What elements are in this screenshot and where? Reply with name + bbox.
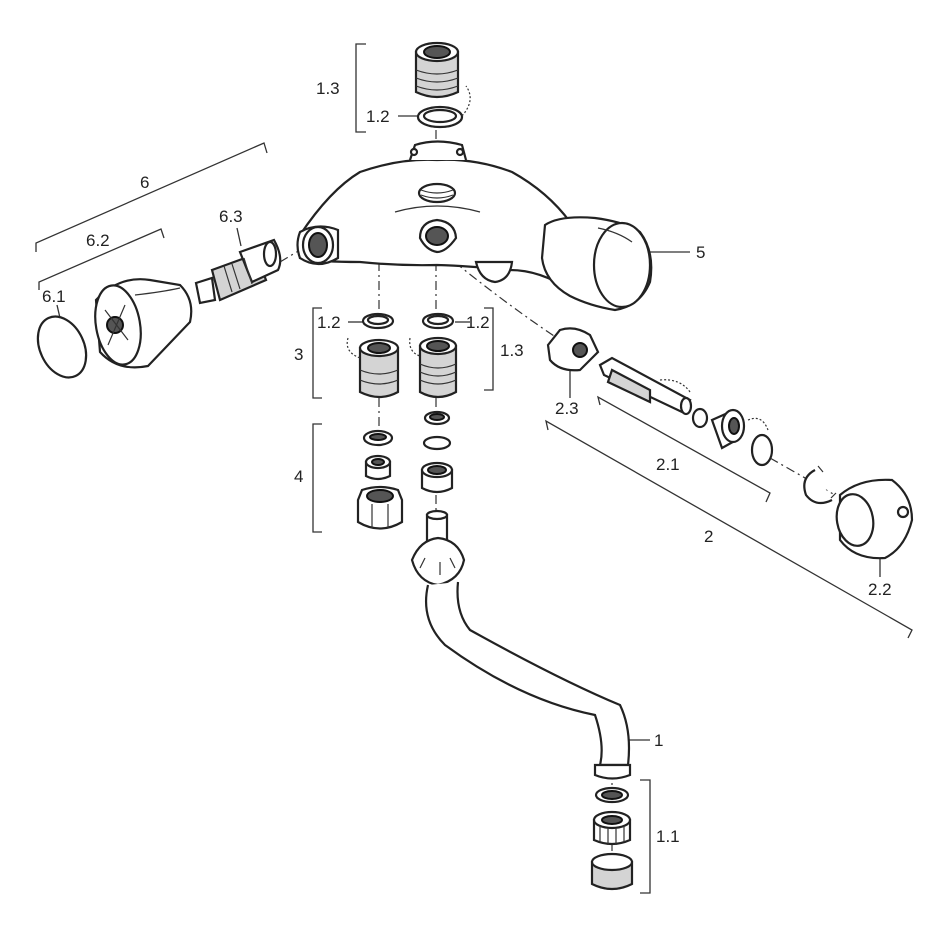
handle-6-2 [94, 278, 193, 369]
label-5: 5 [696, 243, 705, 262]
adapter-3 [358, 338, 400, 399]
spindle-2-1 [598, 356, 693, 416]
top-ring-1-2 [416, 105, 464, 129]
handle-5 [540, 216, 653, 312]
left-inlet [296, 225, 340, 266]
label-1-1: 1.1 [656, 827, 680, 846]
spout-1 [410, 509, 632, 780]
ring-right-a [423, 410, 451, 426]
bracket-1-3-right [484, 307, 494, 391]
adapter-1-3-right [418, 336, 458, 399]
bracket-2 [545, 419, 913, 639]
aerator-sleeve-1-1 [590, 852, 634, 891]
ring-4-b [364, 454, 392, 481]
bracket-6-2 [38, 228, 165, 290]
label-1-2-top: 1.2 [366, 107, 390, 126]
lever-2-2 [835, 478, 914, 560]
mixer-body [298, 140, 572, 293]
bracket-1-1 [640, 779, 651, 894]
aerator-insert-1-1 [592, 810, 632, 846]
label-6-2: 6.2 [86, 231, 110, 250]
label-6-1: 6.1 [42, 287, 66, 306]
bracket-2-1 [597, 395, 771, 503]
aerator-ring-1-1 [594, 786, 630, 804]
top-adapter-1-3 [414, 41, 460, 99]
label-2: 2 [704, 527, 713, 546]
rotate-arrow-left [346, 337, 361, 359]
ring-1-2-left [361, 312, 395, 330]
label-1-3-right: 1.3 [500, 341, 524, 360]
small-ring-2-1 [691, 407, 709, 429]
cap-6-1 [36, 315, 88, 379]
leader-6-3 [236, 227, 242, 247]
ring-right-b [422, 435, 452, 451]
bracket-1-3-top [355, 43, 366, 133]
label-1-2-left: 1.2 [317, 313, 341, 332]
label-3: 3 [294, 345, 303, 364]
lower-valve-nub [474, 260, 514, 284]
bracket-4 [312, 423, 322, 533]
bracket-6 [35, 142, 268, 252]
label-6: 6 [140, 173, 149, 192]
rotate-arrow-bushing [747, 417, 769, 431]
label-2-2: 2.2 [868, 580, 892, 599]
rotate-arrow-top [461, 85, 471, 117]
ring-4-a [362, 429, 394, 447]
label-1-2-right: 1.2 [466, 313, 490, 332]
ring-2-1 [750, 433, 774, 467]
label-2-1: 2.1 [656, 455, 680, 474]
bushing-2-1 [710, 408, 746, 450]
nut-right [420, 461, 454, 494]
label-1-3-top: 1.3 [316, 79, 340, 98]
ring-1-2-right [421, 312, 455, 330]
bracket-2-3 [546, 327, 600, 372]
rotate-arrow-right [409, 337, 421, 357]
bracket-3 [312, 307, 322, 399]
rotate-arrow-spindle [659, 379, 691, 393]
label-2-3: 2.3 [555, 399, 579, 418]
label-1: 1 [654, 731, 663, 750]
circlip-2 [803, 465, 837, 505]
label-4: 4 [294, 467, 303, 486]
label-6-3: 6.3 [219, 207, 243, 226]
nut-4 [356, 485, 404, 530]
cartridge-6-3 [194, 238, 282, 305]
